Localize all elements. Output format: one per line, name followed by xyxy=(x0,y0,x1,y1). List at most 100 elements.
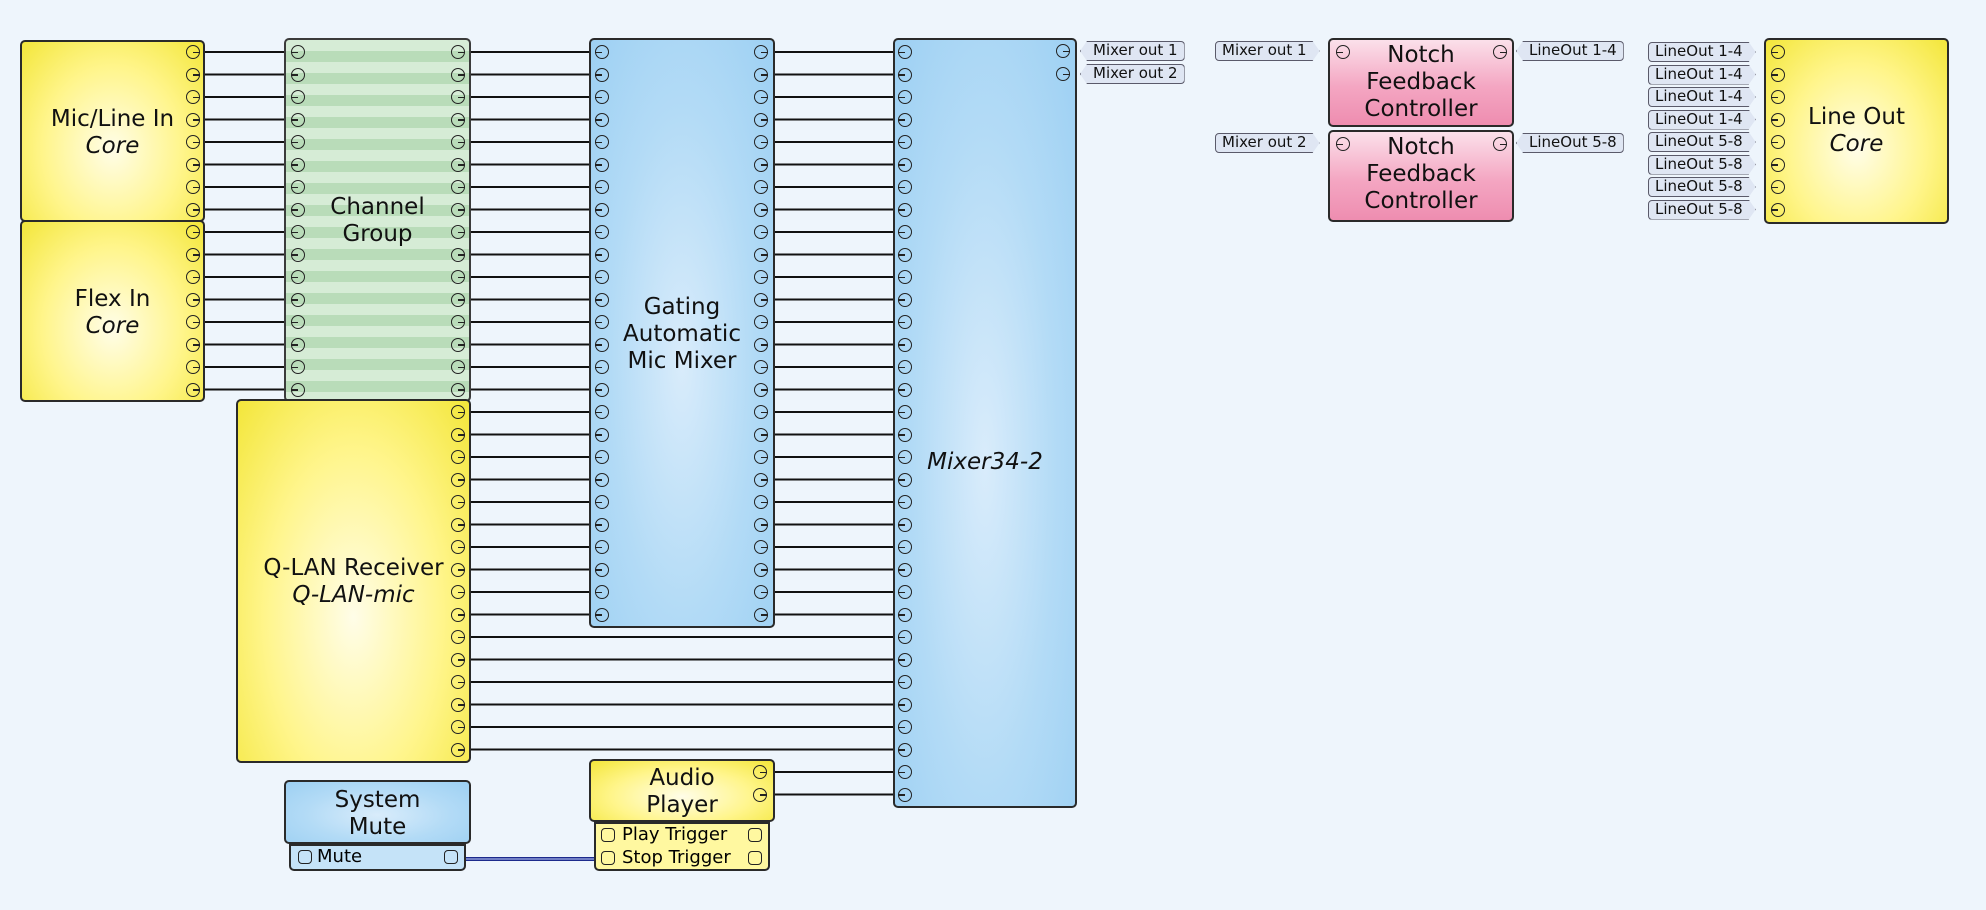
mixer34-input-port[interactable] xyxy=(898,405,912,419)
mute-output-port[interactable] xyxy=(444,850,458,864)
channel-group-output-port[interactable] xyxy=(451,247,465,262)
gating-mixer-output-port[interactable] xyxy=(754,607,768,622)
channel-group-input-port[interactable] xyxy=(291,112,305,127)
audio-player-output-port[interactable] xyxy=(753,787,767,802)
mic-line-in-output-port[interactable] xyxy=(186,112,200,127)
gating-mixer-output-port[interactable] xyxy=(754,90,768,104)
mic-line-in-output-port[interactable] xyxy=(186,135,200,149)
gating-mixer-output-port[interactable] xyxy=(754,157,768,172)
mixer34-input-port[interactable] xyxy=(898,292,912,307)
gating-mixer-input-port[interactable] xyxy=(595,292,609,307)
line-out-input-tag[interactable]: LineOut 5-8 xyxy=(1648,200,1756,220)
channel-group-input-port[interactable] xyxy=(291,67,305,82)
channel-group-output-port[interactable] xyxy=(451,202,465,217)
mixer34-input-port[interactable] xyxy=(898,720,912,734)
flex-in-output-port[interactable] xyxy=(186,337,200,352)
mixer34-input-port[interactable] xyxy=(898,180,912,194)
mixer34-input-port[interactable] xyxy=(898,315,912,329)
line-out-input-tag[interactable]: LineOut 5-8 xyxy=(1648,177,1756,197)
gating-mixer-input-port[interactable] xyxy=(595,90,609,104)
qlan-receiver-output-port[interactable] xyxy=(451,652,465,667)
gating-mixer-input-port[interactable] xyxy=(595,517,609,532)
gating-mixer-output-port[interactable] xyxy=(754,585,768,599)
channel-group-output-port[interactable] xyxy=(451,180,465,194)
notch-2-output-port[interactable] xyxy=(1493,137,1507,151)
mixer34-input-port[interactable] xyxy=(898,427,912,442)
mixer34-input-port[interactable] xyxy=(898,135,912,149)
mixer-out-2-tag[interactable]: Mixer out 2 xyxy=(1080,64,1185,84)
line-out-input-port[interactable] xyxy=(1771,90,1785,104)
mute-input-port[interactable] xyxy=(298,850,312,864)
gating-mixer-input-port[interactable] xyxy=(595,247,609,262)
mic-line-in-output-port[interactable] xyxy=(186,45,200,59)
play-trigger-input-port[interactable] xyxy=(601,828,615,842)
qlan-receiver-output-port[interactable] xyxy=(451,630,465,644)
mic-line-in-output-port[interactable] xyxy=(186,67,200,82)
mixer34-output-port[interactable] xyxy=(1056,44,1070,58)
notch-2-output-tag[interactable]: LineOut 5-8 xyxy=(1516,133,1624,153)
mixer34-input-port[interactable] xyxy=(898,225,912,239)
gating-mixer-input-port[interactable] xyxy=(595,382,609,397)
channel-group-input-port[interactable] xyxy=(291,382,305,397)
mic-line-in-block[interactable]: Mic/Line In Core xyxy=(20,40,205,222)
channel-group-output-port[interactable] xyxy=(451,270,465,284)
mixer34-input-port[interactable] xyxy=(898,607,912,622)
qlan-receiver-output-port[interactable] xyxy=(451,720,465,734)
mixer34-input-port[interactable] xyxy=(898,652,912,667)
mixer34-input-port[interactable] xyxy=(898,585,912,599)
gating-mixer-output-port[interactable] xyxy=(754,472,768,487)
mixer34-input-port[interactable] xyxy=(898,337,912,352)
gating-mixer-output-port[interactable] xyxy=(754,67,768,82)
mic-line-in-output-port[interactable] xyxy=(186,180,200,194)
channel-group-input-port[interactable] xyxy=(291,225,305,239)
gating-mixer-input-port[interactable] xyxy=(595,202,609,217)
audio-player-block[interactable]: Audio Player xyxy=(589,759,775,822)
audio-player-output-port[interactable] xyxy=(753,765,767,779)
mixer34-input-port[interactable] xyxy=(898,697,912,712)
line-out-input-port[interactable] xyxy=(1771,45,1785,59)
channel-group-input-port[interactable] xyxy=(291,202,305,217)
qlan-receiver-output-port[interactable] xyxy=(451,517,465,532)
qlan-receiver-output-port[interactable] xyxy=(451,540,465,554)
gating-mixer-input-port[interactable] xyxy=(595,225,609,239)
channel-group-output-port[interactable] xyxy=(451,135,465,149)
mixer34-input-port[interactable] xyxy=(898,247,912,262)
channel-group-input-port[interactable] xyxy=(291,337,305,352)
channel-group-output-port[interactable] xyxy=(451,45,465,59)
gating-mixer-output-port[interactable] xyxy=(754,270,768,284)
mixer34-input-port[interactable] xyxy=(898,495,912,509)
stop-trigger-input-port[interactable] xyxy=(601,851,615,865)
gating-mixer-input-port[interactable] xyxy=(595,427,609,442)
line-out-input-port[interactable] xyxy=(1771,135,1785,149)
channel-group-output-port[interactable] xyxy=(451,225,465,239)
channel-group-input-port[interactable] xyxy=(291,90,305,104)
line-out-input-tag[interactable]: LineOut 1-4 xyxy=(1648,65,1756,85)
line-out-input-tag[interactable]: LineOut 1-4 xyxy=(1648,87,1756,107)
mixer-out-1-tag[interactable]: Mixer out 1 xyxy=(1080,41,1185,61)
gating-mixer-input-port[interactable] xyxy=(595,315,609,329)
channel-group-output-port[interactable] xyxy=(451,360,465,374)
gating-mixer-input-port[interactable] xyxy=(595,360,609,374)
gating-mixer-input-port[interactable] xyxy=(595,585,609,599)
mixer34-input-port[interactable] xyxy=(898,517,912,532)
gating-mixer-output-port[interactable] xyxy=(754,382,768,397)
notch-controller-2-block[interactable]: Notch Feedback Controller xyxy=(1328,130,1514,222)
gating-mixer-output-port[interactable] xyxy=(754,517,768,532)
channel-group-output-port[interactable] xyxy=(451,337,465,352)
notch-2-input-tag[interactable]: Mixer out 2 xyxy=(1215,133,1320,153)
gating-mixer-input-port[interactable] xyxy=(595,67,609,82)
qlan-receiver-output-port[interactable] xyxy=(451,495,465,509)
mixer34-input-port[interactable] xyxy=(898,270,912,284)
gating-mixer-input-port[interactable] xyxy=(595,472,609,487)
channel-group-input-port[interactable] xyxy=(291,315,305,329)
mixer34-input-port[interactable] xyxy=(898,202,912,217)
line-out-input-tag[interactable]: LineOut 1-4 xyxy=(1648,42,1756,62)
mixer34-input-port[interactable] xyxy=(898,630,912,644)
flex-in-output-port[interactable] xyxy=(186,225,200,239)
gating-mixer-input-port[interactable] xyxy=(595,450,609,464)
system-mute-block[interactable]: System Mute xyxy=(284,780,471,844)
qlan-receiver-output-port[interactable] xyxy=(451,472,465,487)
qlan-receiver-output-port[interactable] xyxy=(451,450,465,464)
mixer34-input-port[interactable] xyxy=(898,742,912,757)
channel-group-input-port[interactable] xyxy=(291,135,305,149)
